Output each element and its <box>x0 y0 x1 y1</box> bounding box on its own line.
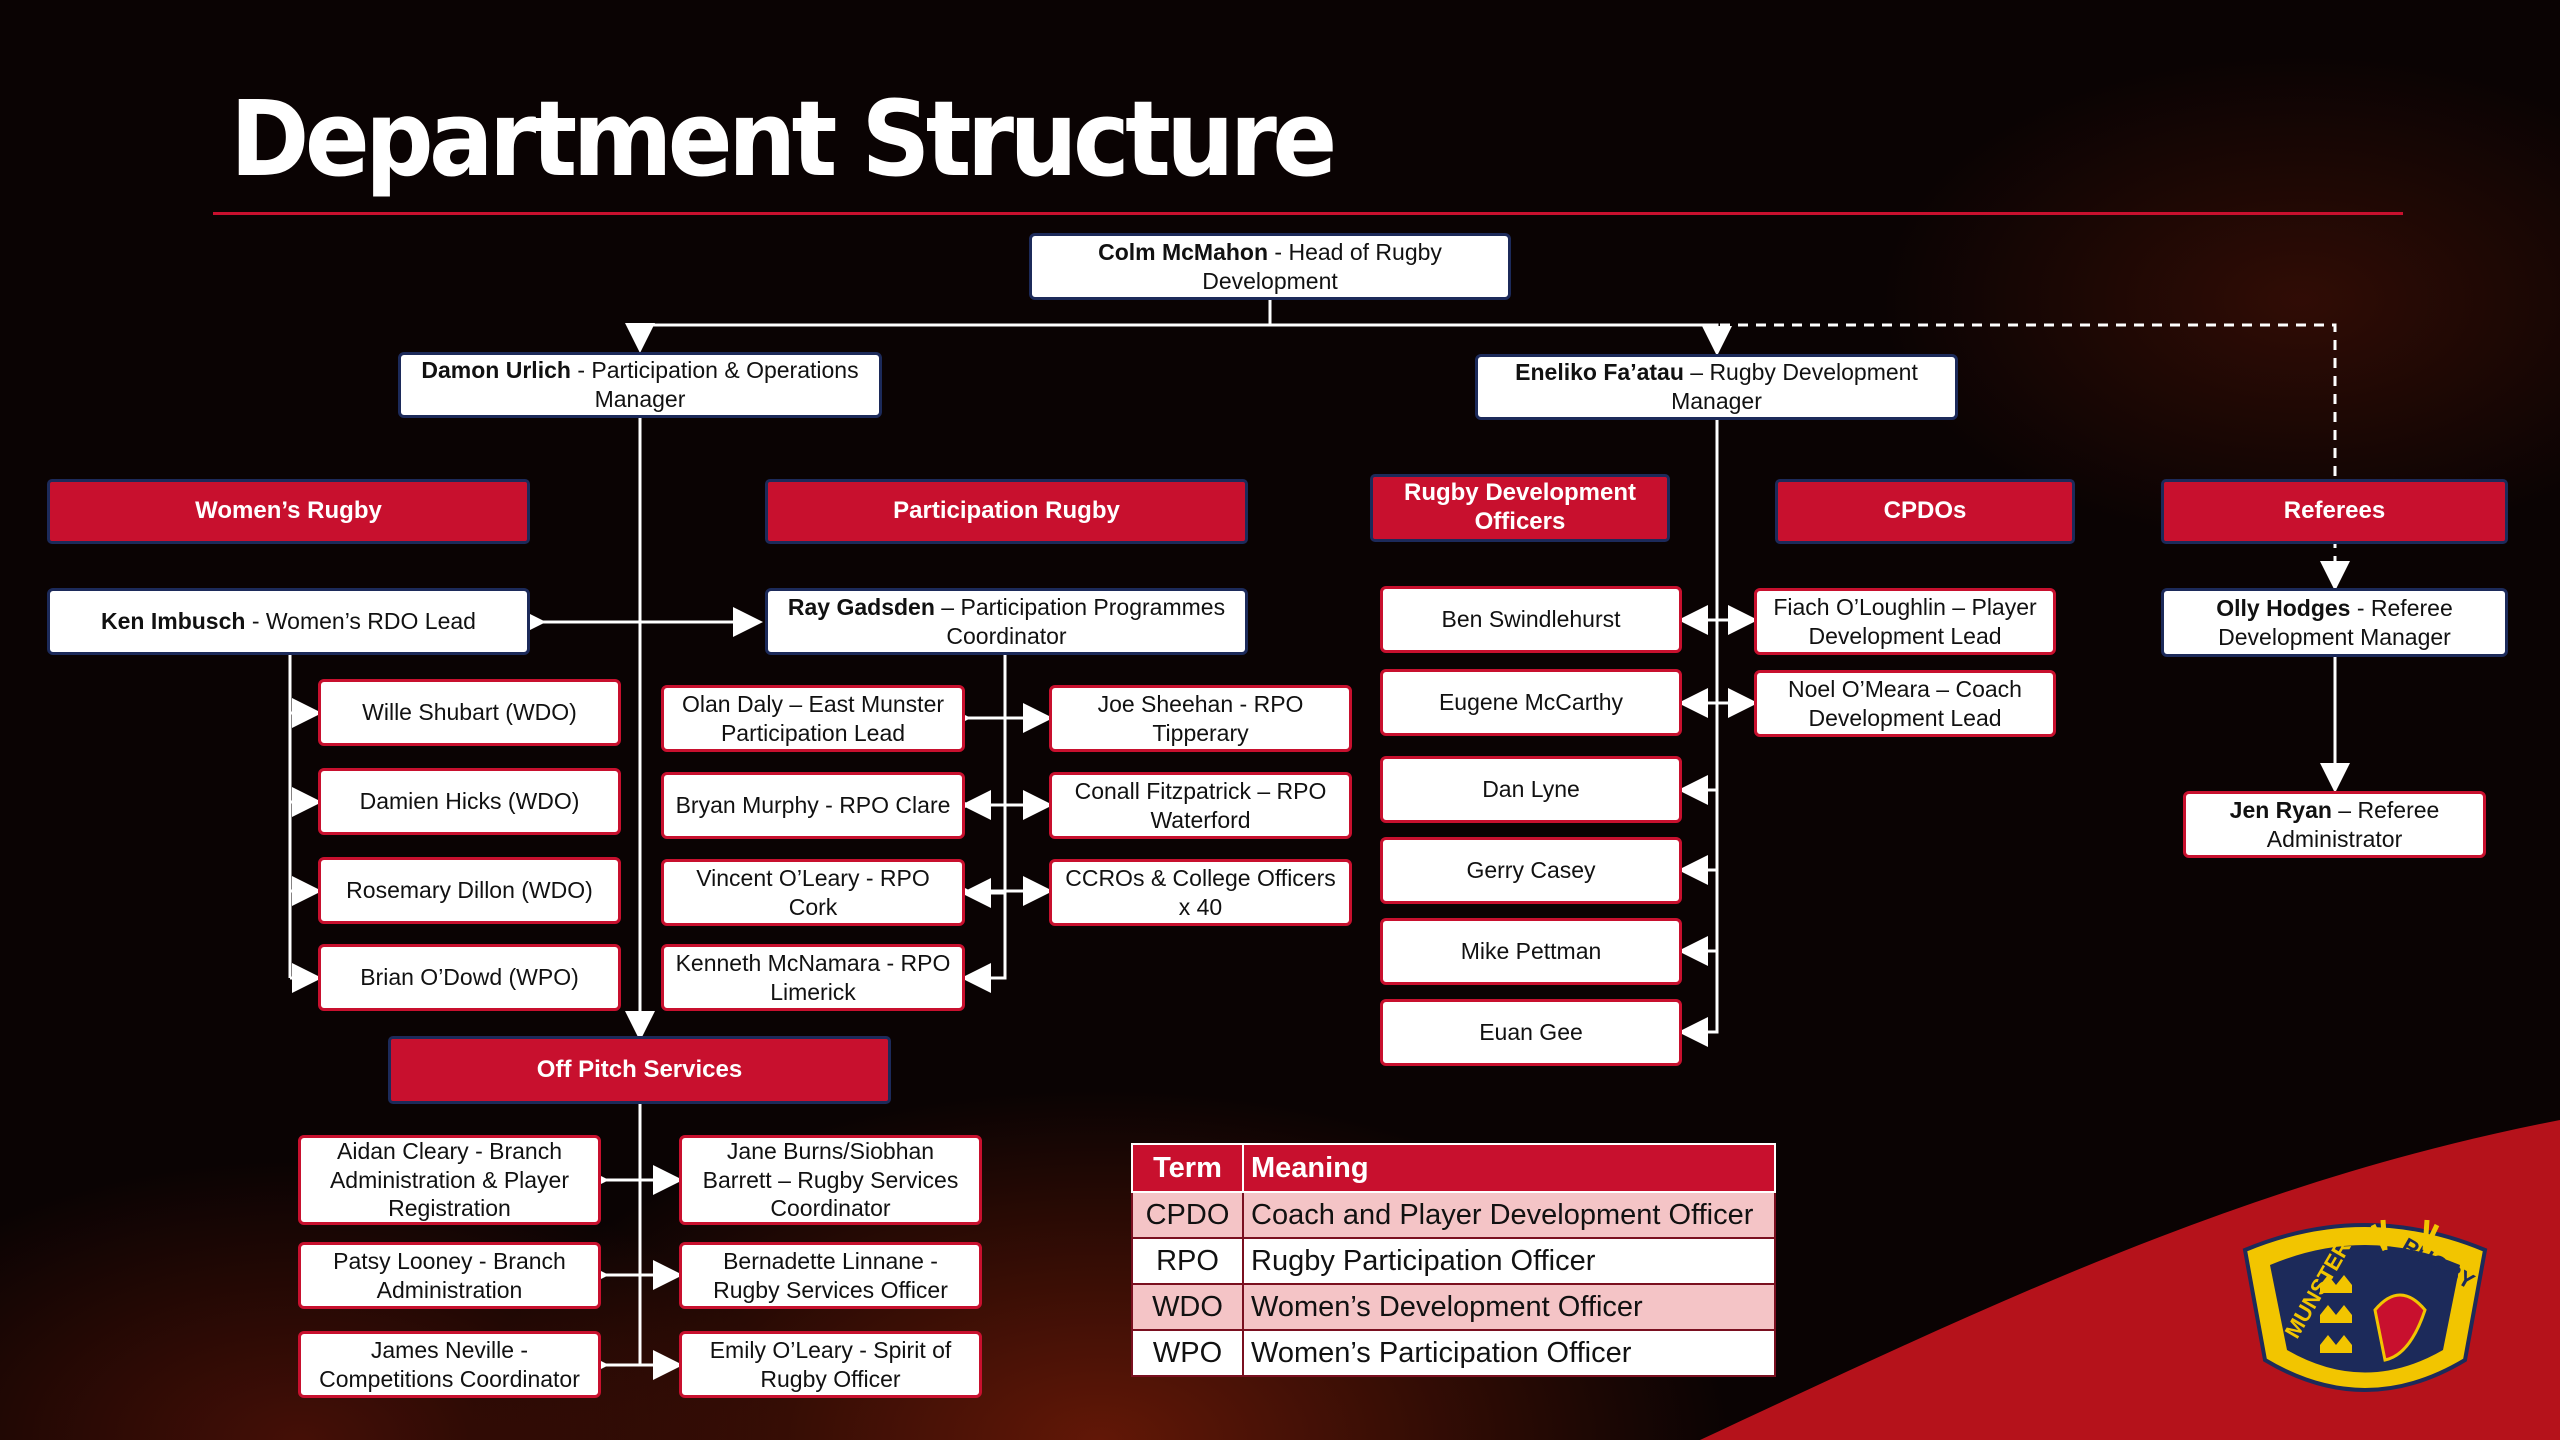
staff-box: Fiach O’Loughlin – Player Development Le… <box>1754 588 2056 655</box>
ken-name: Ken Imbusch <box>101 608 246 635</box>
eneliko-name: Eneliko Fa’atau <box>1515 359 1684 386</box>
head-name: Colm McMahon <box>1098 238 1269 265</box>
jen-role: – Referee Administrator <box>2266 796 2440 852</box>
header-referees: Referees <box>2161 479 2508 544</box>
staff-box: Brian O’Dowd (WPO) <box>318 944 621 1011</box>
staff-box: Aidan Cleary - Branch Administration & P… <box>298 1135 601 1225</box>
staff-box: Olan Daly – East Munster Participation L… <box>661 685 965 752</box>
legend-meaning: Women’s Participation Officer <box>1242 1329 1776 1377</box>
legend-term: CPDO <box>1131 1191 1244 1239</box>
jen-name: Jen Ryan <box>2229 796 2332 823</box>
title-underline <box>213 212 2403 215</box>
header-womens-rugby: Women’s Rugby <box>47 479 530 544</box>
olly-role: - Referee Development Manager <box>2218 594 2453 650</box>
participation-ops-manager-box: Damon Urlich - Participation & Operation… <box>398 352 882 418</box>
damon-name: Damon Urlich <box>421 357 571 384</box>
legend-row: CPDO Coach and Player Development Office… <box>1131 1191 1776 1239</box>
legend-row: RPO Rugby Participation Officer <box>1131 1237 1776 1285</box>
womens-rdo-lead-box: Ken Imbusch - Women’s RDO Lead <box>47 588 530 655</box>
staff-box: Damien Hicks (WDO) <box>318 768 621 835</box>
staff-box: Vincent O’Leary - RPO Cork <box>661 859 965 926</box>
legend-header-meaning: Meaning <box>1242 1143 1776 1193</box>
legend-term: RPO <box>1131 1237 1244 1285</box>
staff-box: James Neville - Competitions Coordinator <box>298 1331 601 1398</box>
staff-box: Euan Gee <box>1380 999 1682 1066</box>
staff-box: Ben Swindlehurst <box>1380 586 1682 653</box>
referee-administrator-box: Jen Ryan – Referee Administrator <box>2183 791 2486 858</box>
legend-meaning: Women’s Development Officer <box>1242 1283 1776 1331</box>
legend-header-term: Term <box>1131 1143 1244 1193</box>
page-title: Department Structure <box>230 78 1337 200</box>
damon-role: - Participation & Operations Manager <box>570 357 859 412</box>
legend-term: WPO <box>1131 1329 1244 1377</box>
staff-box: Noel O’Meara – Coach Development Lead <box>1754 670 2056 737</box>
staff-box: Rosemary Dillon (WDO) <box>318 857 621 924</box>
ray-name: Ray Gadsden <box>787 593 935 620</box>
header-off-pitch-services: Off Pitch Services <box>388 1036 891 1104</box>
header-cpdos: CPDOs <box>1775 479 2075 544</box>
referee-dev-manager-box: Olly Hodges - Referee Development Manage… <box>2161 588 2508 657</box>
ken-role: - Women’s RDO Lead <box>245 608 476 635</box>
munster-rugby-logo: MUNSTER RUGBY <box>2242 1219 2488 1392</box>
legend-row: WPO Women’s Participation Officer <box>1131 1329 1776 1377</box>
staff-box: Mike Pettman <box>1380 918 1682 985</box>
abbreviation-legend-table: Term Meaning CPDO Coach and Player Devel… <box>1131 1143 1776 1377</box>
header-participation-rugby: Participation Rugby <box>765 479 1248 544</box>
staff-box: Kenneth McNamara - RPO Limerick <box>661 944 965 1011</box>
staff-box: Eugene McCarthy <box>1380 669 1682 736</box>
staff-box: CCROs & College Officers x 40 <box>1049 859 1352 926</box>
head-role: - Head of Rugby Development <box>1202 238 1442 294</box>
staff-box: Joe Sheehan - RPO Tipperary <box>1049 685 1352 752</box>
staff-box: Wille Shubart (WDO) <box>318 679 621 746</box>
staff-box: Jane Burns/Siobhan Barrett – Rugby Servi… <box>679 1135 982 1225</box>
staff-box: Dan Lyne <box>1380 756 1682 823</box>
staff-box: Emily O’Leary - Spirit of Rugby Officer <box>679 1331 982 1398</box>
legend-term: WDO <box>1131 1283 1244 1331</box>
rugby-dev-manager-box: Eneliko Fa’atau – Rugby Development Mana… <box>1475 354 1958 420</box>
staff-box: Bryan Murphy - RPO Clare <box>661 772 965 839</box>
participation-coordinator-box: Ray Gadsden – Participation Programmes C… <box>765 588 1248 655</box>
staff-box: Gerry Casey <box>1380 837 1682 904</box>
legend-meaning: Coach and Player Development Officer <box>1242 1191 1776 1239</box>
legend-row: WDO Women’s Development Officer <box>1131 1283 1776 1331</box>
header-rugby-development-officers: Rugby Development Officers <box>1370 474 1670 542</box>
staff-box: Conall Fitzpatrick – RPO Waterford <box>1049 772 1352 839</box>
head-of-rugby-box: Colm McMahon - Head of Rugby Development <box>1029 233 1511 300</box>
staff-box: Patsy Looney - Branch Administration <box>298 1242 601 1309</box>
legend-meaning: Rugby Participation Officer <box>1242 1237 1776 1285</box>
ray-role: – Participation Programmes Coordinator <box>934 593 1226 649</box>
olly-name: Olly Hodges <box>2216 594 2351 621</box>
eneliko-role: – Rugby Development Manager <box>1671 359 1918 414</box>
staff-box: Bernadette Linnane - Rugby Services Offi… <box>679 1242 982 1309</box>
